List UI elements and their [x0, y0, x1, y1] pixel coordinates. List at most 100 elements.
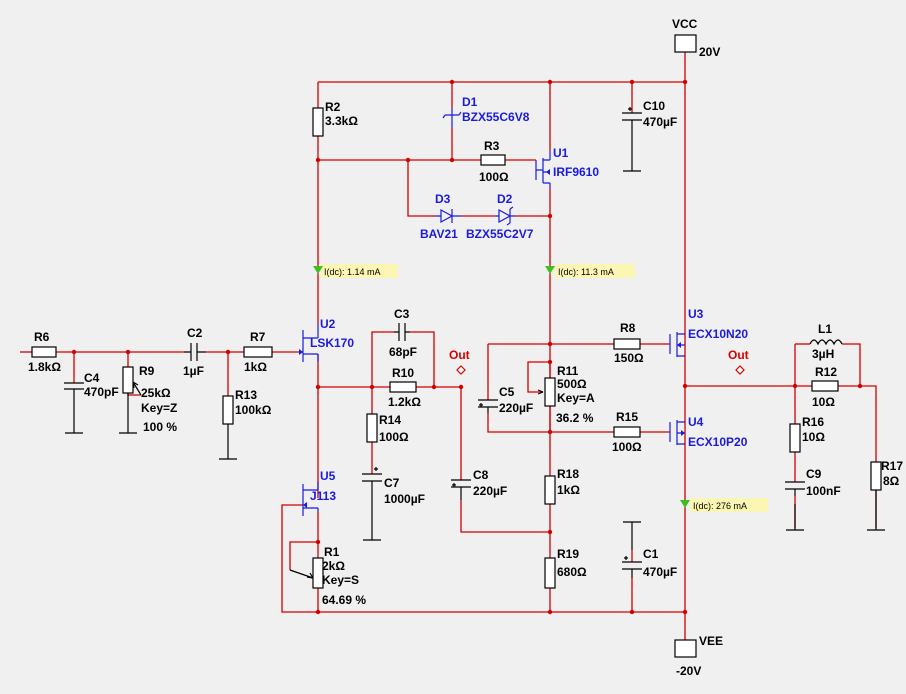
c5-ref: C5 [499, 385, 515, 399]
resistor-r7[interactable]: R7 1kΩ [243, 330, 273, 374]
c9-value: 100nF [806, 484, 841, 498]
r14-ref: R14 [379, 413, 401, 427]
potentiometer-r9[interactable]: R9 25kΩ Key=Z 100 % [122, 364, 177, 434]
diode-d3[interactable]: D3 BAV21 [420, 192, 461, 241]
r8-ref: R8 [620, 321, 636, 335]
net-label-out-left[interactable]: Out [449, 348, 470, 375]
l1-ref: L1 [818, 322, 832, 336]
u3-value: ECX10N20 [688, 327, 748, 341]
capacitor-c7[interactable]: C7 1000µF [362, 467, 425, 506]
vcc-source[interactable]: VCC 20V [672, 17, 720, 59]
r19-value: 680Ω [557, 565, 587, 579]
probe-3-text: I(dc): 276 mA [693, 501, 747, 511]
r6-ref: R6 [34, 330, 50, 344]
c2-value: 1µF [183, 364, 204, 378]
r11-key: Key=A [557, 391, 595, 405]
vee-source[interactable]: VEE -20V [674, 634, 723, 678]
resistor-r18[interactable]: R18 1kΩ [544, 467, 580, 505]
jfet-u2[interactable]: U2 LSK170 [299, 317, 354, 362]
capacitor-c1[interactable]: C1 470µF [622, 547, 677, 579]
c4-ref: C4 [84, 371, 100, 385]
c7-value: 1000µF [384, 492, 425, 506]
u1-ref: U1 [553, 146, 569, 160]
capacitor-c2[interactable]: C2 1µF [183, 326, 206, 378]
resistor-r15[interactable]: R15 100Ω [612, 410, 642, 454]
r9-key: Key=Z [141, 401, 177, 415]
zener-diode-d1[interactable]: D1 BZX55C6V8 [442, 95, 530, 128]
capacitor-c10[interactable]: C10 470µF [622, 99, 677, 147]
resistor-r16[interactable]: R16 10Ω [789, 415, 825, 453]
r3-ref: R3 [484, 139, 500, 153]
d1-ref: D1 [462, 95, 478, 109]
current-probe-1[interactable]: I(dc): 1.14 mA [313, 264, 398, 278]
c3-value: 68pF [389, 345, 417, 359]
r11-ref: R11 [557, 364, 579, 378]
current-probe-2[interactable]: I(dc): 11.3 mA [545, 264, 635, 278]
c7-ref: C7 [384, 476, 400, 490]
c8-value: 220µF [473, 484, 507, 498]
junction-dots [71, 79, 863, 615]
u1-value: IRF9610 [553, 165, 599, 179]
r18-ref: R18 [557, 467, 579, 481]
r9-ref: R9 [139, 364, 155, 378]
r1-value: 2kΩ [322, 559, 345, 573]
potentiometer-r1[interactable]: R1 2kΩ Key=S 64.69 % [289, 545, 366, 607]
r16-value: 10Ω [802, 430, 825, 444]
resistor-r13[interactable]: R13 100kΩ [222, 388, 272, 425]
c10-ref: C10 [643, 99, 665, 113]
r15-value: 100Ω [612, 440, 642, 454]
inductor-l1[interactable]: L1 3µH [809, 322, 843, 361]
u2-ref: U2 [320, 317, 336, 331]
resistor-r12[interactable]: R12 10Ω [811, 365, 839, 409]
r1-percent: 64.69 % [322, 593, 366, 607]
capacitor-c8[interactable]: C8 220µF [451, 468, 507, 500]
r12-value: 10Ω [812, 395, 835, 409]
d3-value: BAV21 [420, 227, 458, 241]
capacitor-c3[interactable]: C3 68pF [389, 307, 417, 359]
r10-value: 1.2kΩ [388, 395, 421, 409]
r11-percent: 36.2 % [556, 411, 594, 425]
ground-symbols [65, 147, 885, 550]
r19-ref: R19 [557, 547, 579, 561]
c5-value: 220µF [499, 401, 533, 415]
capacitor-c4[interactable]: C4 470pF [64, 371, 119, 399]
resistor-r3[interactable]: R3 100Ω [479, 139, 509, 184]
mosfet-u3[interactable]: U3 ECX10N20 [669, 307, 748, 357]
r11-value: 500Ω [557, 377, 587, 391]
r2-value: 3.3kΩ [325, 114, 358, 128]
u4-ref: U4 [688, 415, 704, 429]
d2-value: BZX55C2V7 [466, 227, 534, 241]
c9-ref: C9 [806, 467, 822, 481]
r13-ref: R13 [235, 388, 257, 402]
resistor-r10[interactable]: R10 1.2kΩ [388, 366, 421, 409]
resistor-r19[interactable]: R19 680Ω [544, 547, 587, 589]
u4-value: ECX10P20 [688, 435, 748, 449]
potentiometer-r11[interactable]: R11 500Ω Key=A 36.2 % [537, 364, 595, 425]
r17-ref: R17 [881, 459, 903, 473]
current-probe-3[interactable]: I(dc): 276 mA [680, 498, 768, 512]
net-label-out-right[interactable]: Out [728, 348, 749, 375]
resistor-r2[interactable]: R2 3.3kΩ [312, 100, 358, 137]
capacitor-c5[interactable]: C5 220µF [478, 385, 533, 415]
r6-value: 1.8kΩ [28, 360, 61, 374]
u5-ref: U5 [320, 469, 336, 483]
mosfet-u1[interactable]: U1 IRF9610 [535, 146, 599, 189]
out-right-text: Out [728, 348, 749, 362]
vcc-value: 20V [699, 45, 720, 59]
u5-value: J113 [310, 489, 336, 503]
r7-ref: R7 [250, 330, 266, 344]
probe-2-text: I(dc): 11.3 mA [558, 267, 614, 277]
r18-value: 1kΩ [557, 483, 580, 497]
r15-ref: R15 [616, 410, 638, 424]
resistor-r6[interactable]: R6 1.8kΩ [28, 330, 61, 374]
jfet-u5[interactable]: U5 J113 [302, 469, 336, 516]
capacitor-c9[interactable]: C9 100nF [785, 467, 841, 498]
resistor-r14[interactable]: R14 100Ω [366, 413, 409, 444]
r9-value: 25kΩ [141, 386, 171, 400]
resistor-r8[interactable]: R8 150Ω [613, 321, 644, 365]
r12-ref: R12 [815, 365, 837, 379]
mosfet-u4[interactable]: U4 ECX10P20 [669, 415, 748, 449]
resistor-r17-load[interactable]: R17 8Ω [870, 459, 903, 491]
zener-diode-d2[interactable]: D2 BZX55C2V7 [466, 192, 534, 241]
